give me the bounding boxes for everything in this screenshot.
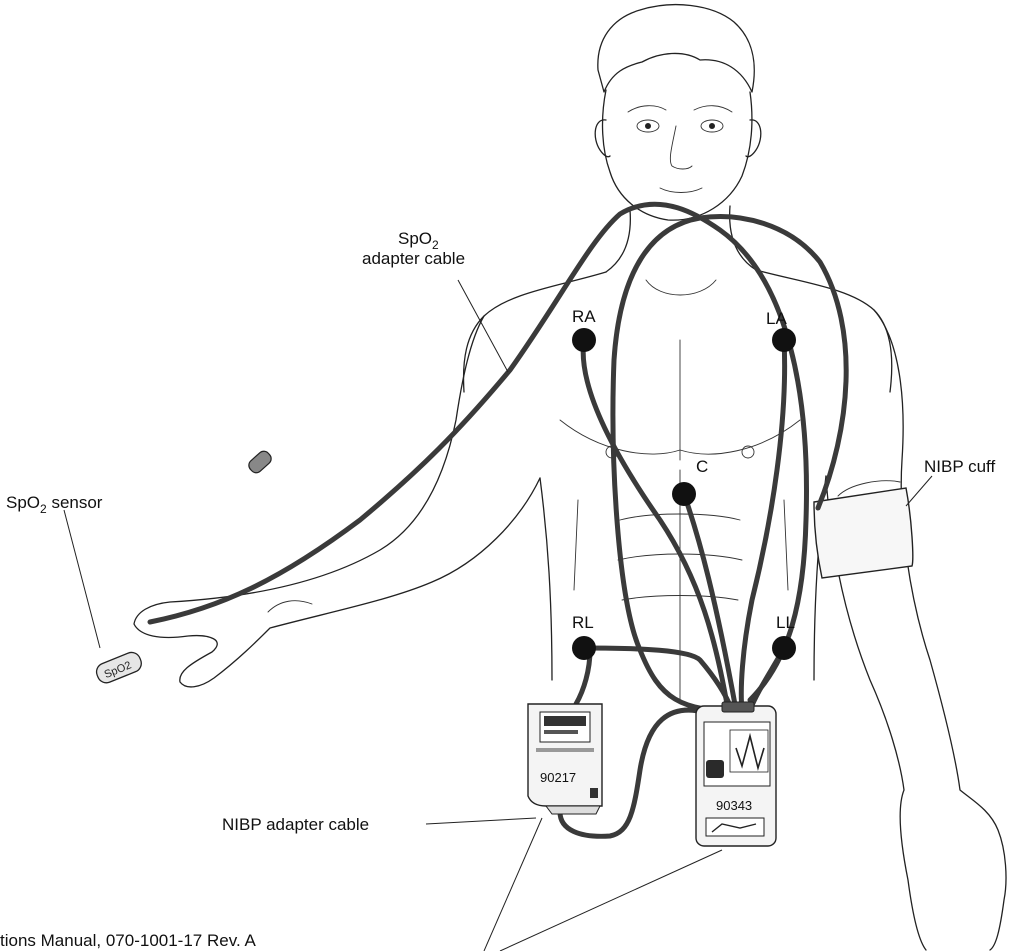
spo2-cable-connector: [246, 449, 273, 475]
monitor-number: 90343: [716, 798, 752, 813]
nibp-adapter-cable-label: NIBP adapter cable: [222, 815, 369, 834]
electrode-ll-label: LL: [776, 613, 795, 632]
nibp-module-number: 90217: [540, 770, 576, 785]
patient-left-arm: [826, 310, 1006, 950]
monitor-90343: 90343: [696, 702, 776, 846]
spo2-sensor-label: SpO2 sensor: [6, 493, 103, 516]
nibp-module-90217: 90217: [528, 704, 602, 814]
nibp-cuff: [814, 481, 913, 578]
electrode-ra-label: RA: [572, 307, 596, 326]
lead-ra: [583, 340, 728, 710]
lead-rl: [584, 648, 732, 710]
patient-right-arm: [134, 316, 540, 687]
electrode-rl-label: RL: [572, 613, 594, 632]
electrode-la: [772, 328, 796, 352]
ecg-electrodes: RA LA C RL LL: [572, 307, 796, 660]
electrode-ll: [772, 636, 796, 660]
lead-c: [684, 494, 736, 710]
electrode-rl: [572, 636, 596, 660]
nibp-hose: [613, 217, 846, 712]
nibp-cuff-label: NIBP cuff: [924, 457, 995, 476]
electrode-la-label: LA: [766, 309, 787, 328]
patient-head: [603, 90, 752, 220]
electrode-c: [672, 482, 696, 506]
spo2-sensor: SpO2: [94, 650, 144, 686]
footer-manual-reference: tions Manual, 070-1001-17 Rev. A: [0, 931, 256, 950]
patient-hair: [598, 5, 754, 92]
electrode-c-label: C: [696, 457, 708, 476]
spo2-adapter-cable-label-line2: adapter cable: [362, 249, 465, 268]
electrode-ra: [572, 328, 596, 352]
